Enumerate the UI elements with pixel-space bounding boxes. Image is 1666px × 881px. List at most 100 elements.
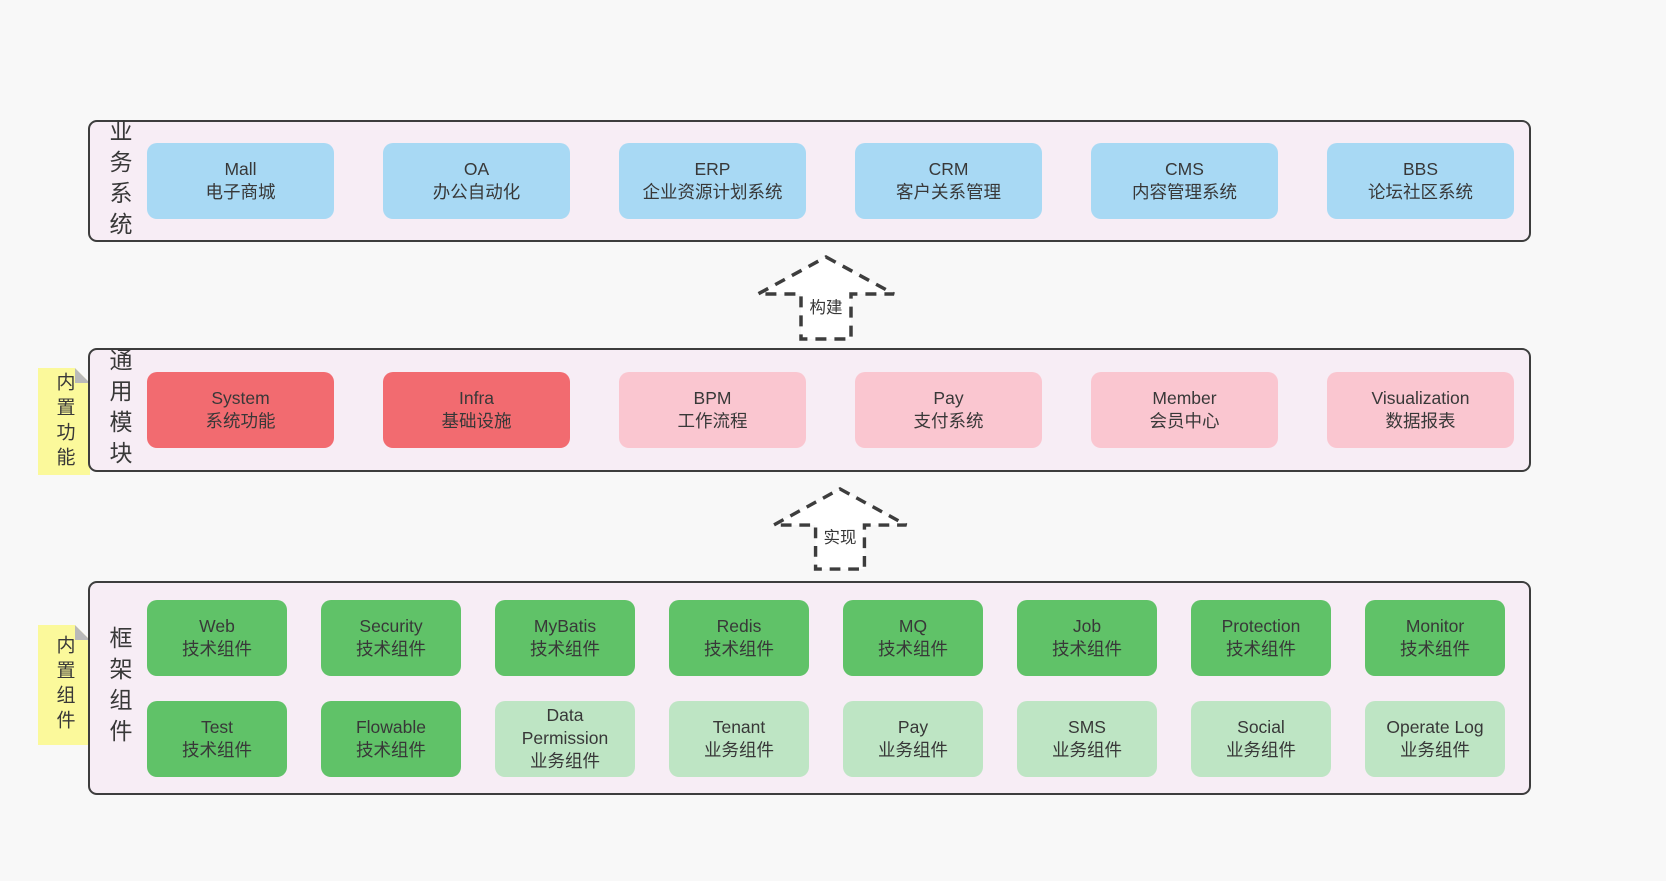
box-subtitle: 数据报表 bbox=[1385, 411, 1456, 431]
box-title: Job bbox=[1072, 615, 1102, 636]
box-title: MQ bbox=[898, 615, 928, 636]
box-subtitle: 技术组件 bbox=[182, 739, 252, 760]
box-subtitle: 技术组件 bbox=[704, 638, 774, 659]
sticky-note-label: 内置组件 bbox=[53, 635, 75, 735]
arrow-label-implement: 实现 bbox=[768, 524, 912, 548]
box-title: Data Permission bbox=[521, 705, 609, 749]
box-subtitle: 业务组件 bbox=[878, 739, 948, 760]
box-title: Web bbox=[199, 615, 235, 636]
box-title: Member bbox=[1152, 388, 1217, 409]
box-title: Redis bbox=[716, 615, 762, 636]
box-subtitle: 支付系统 bbox=[913, 411, 984, 431]
box-title: Pay bbox=[897, 716, 929, 737]
up-arrow-build bbox=[754, 254, 898, 342]
section-label: 框架组件 bbox=[106, 626, 132, 750]
box-title: System bbox=[211, 388, 270, 409]
box-title: Security bbox=[359, 615, 423, 636]
box-title: Operate Log bbox=[1386, 716, 1484, 737]
box-title: Social bbox=[1237, 716, 1285, 737]
sticky-note-builtin-components: 内置组件 bbox=[38, 625, 90, 745]
box-subtitle: 技术组件 bbox=[356, 739, 426, 760]
box-title: CMS bbox=[1165, 159, 1204, 180]
box-title: Monitor bbox=[1405, 615, 1465, 636]
box-subtitle: 客户关系管理 bbox=[896, 182, 1001, 202]
dashed-up-arrow-icon bbox=[757, 255, 895, 341]
section-label-column: 框架组件 bbox=[90, 583, 147, 793]
box-title: Infra bbox=[458, 388, 495, 409]
box-subtitle: 工作流程 bbox=[677, 411, 748, 431]
box-subtitle: 企业资源计划系统 bbox=[642, 182, 783, 202]
arrow-shape bbox=[757, 255, 895, 341]
box-title: Mall bbox=[224, 159, 257, 180]
box-subtitle: 业务组件 bbox=[1226, 739, 1296, 760]
box-subtitle: 业务组件 bbox=[704, 739, 774, 760]
box-title: CRM bbox=[928, 159, 969, 180]
box-title: OA bbox=[463, 159, 490, 180]
box-title: Visualization bbox=[1371, 388, 1470, 409]
section-label-column: 业务系统 bbox=[90, 119, 147, 243]
section-label: 通用模块 bbox=[106, 348, 132, 472]
box-title: ERP bbox=[694, 159, 731, 180]
arrow-label-text: 构建 bbox=[807, 299, 845, 317]
box-subtitle: 技术组件 bbox=[530, 638, 600, 659]
box-title: Flowable bbox=[355, 716, 427, 737]
box-title: Tenant bbox=[712, 716, 766, 737]
arrow-label-build: 构建 bbox=[754, 294, 898, 318]
box-title: BPM bbox=[693, 388, 732, 409]
box-title: BBS bbox=[1402, 159, 1439, 180]
box-title: Pay bbox=[933, 388, 964, 409]
arrow-label-text: 实现 bbox=[821, 529, 859, 547]
box-subtitle: 论坛社区系统 bbox=[1368, 182, 1473, 202]
box-subtitle: 会员中心 bbox=[1149, 411, 1220, 431]
box-subtitle: 基础设施 bbox=[441, 411, 512, 431]
box-subtitle: 系统功能 bbox=[205, 411, 276, 431]
box-subtitle: 技术组件 bbox=[182, 638, 252, 659]
box-subtitle: 技术组件 bbox=[1052, 638, 1122, 659]
section-label: 业务系统 bbox=[106, 119, 132, 243]
box-subtitle: 技术组件 bbox=[356, 638, 426, 659]
box-subtitle: 业务组件 bbox=[530, 750, 600, 771]
sticky-note-label: 内置功能 bbox=[53, 371, 75, 472]
box-subtitle: 业务组件 bbox=[1052, 739, 1122, 760]
box-subtitle: 内容管理系统 bbox=[1132, 182, 1237, 202]
box-title: Test bbox=[200, 716, 234, 737]
box-title: MyBatis bbox=[533, 615, 597, 636]
